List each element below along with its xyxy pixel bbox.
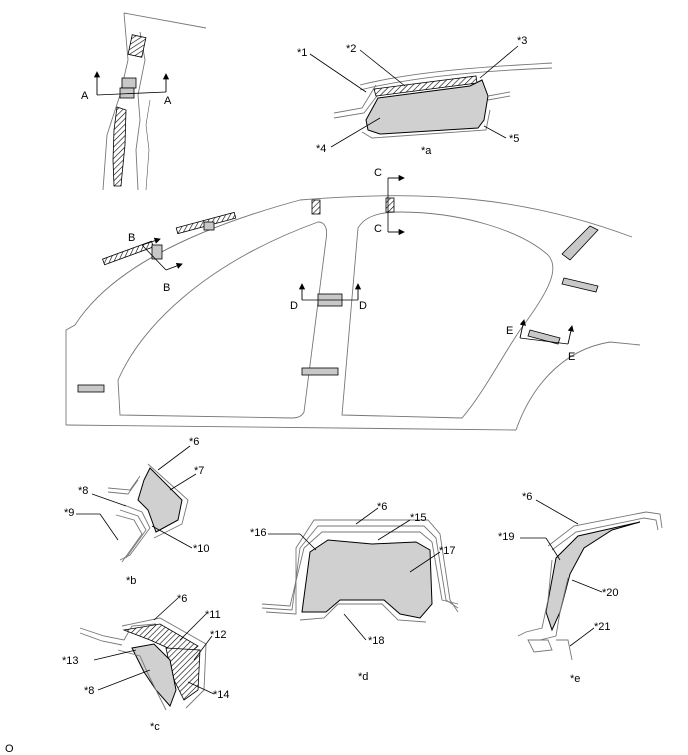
rocker-pad-center xyxy=(301,367,339,376)
callout-8-b: *8 xyxy=(78,485,88,497)
callout-10: *10 xyxy=(193,543,210,555)
section-c-top: C xyxy=(374,167,382,179)
pillar-detail: A A xyxy=(81,12,207,191)
callout-7: *7 xyxy=(194,465,204,477)
footer-code: O xyxy=(5,743,14,755)
view-a: *1 *2 *3 *4 *5 *a xyxy=(297,35,553,157)
front-door-outline xyxy=(117,221,328,419)
callout-3: *3 xyxy=(517,35,527,47)
callout-13: *13 xyxy=(62,655,79,667)
pillar-clip-lower xyxy=(119,87,135,99)
rear-door-outline xyxy=(341,211,554,419)
callout-5: *5 xyxy=(509,133,519,145)
callout-12: *12 xyxy=(210,629,227,641)
callout-14: *14 xyxy=(213,689,230,701)
view-c-foam xyxy=(131,643,177,707)
section-c-bottom: C xyxy=(374,223,382,235)
callout-20: *20 xyxy=(602,587,619,599)
callout-16: *16 xyxy=(250,527,267,539)
section-a-left: A xyxy=(81,90,89,102)
view-b-caption: *b xyxy=(126,575,136,587)
car-side-view: B B C C D D E E xyxy=(65,167,641,431)
callout-1: *1 xyxy=(297,47,307,59)
view-b-foam xyxy=(137,467,183,533)
c-top-pad xyxy=(385,197,395,213)
view-d-caption: *d xyxy=(358,671,368,683)
pillar-clip xyxy=(121,77,137,89)
view-c: *6 *11 *12 *13 *8 *14 *c xyxy=(62,593,230,733)
callout-15: *15 xyxy=(410,512,427,524)
callout-17: *17 xyxy=(439,545,456,557)
callout-6-d: *6 xyxy=(377,501,387,513)
callout-2: *2 xyxy=(346,43,356,55)
section-d-right: D xyxy=(359,300,367,312)
callout-21: *21 xyxy=(594,621,611,633)
callout-9: *9 xyxy=(64,507,74,519)
callout-6-c: *6 xyxy=(177,593,187,605)
section-b-bottom: B xyxy=(163,282,170,294)
callout-4: *4 xyxy=(316,143,326,155)
pillar-upper-pad xyxy=(127,34,147,58)
callout-6-b: *6 xyxy=(189,436,199,448)
section-a-right: A xyxy=(164,95,172,107)
rocker-pad-front xyxy=(77,384,105,393)
view-d: *6 *15 *16 *17 *18 *d xyxy=(250,501,459,683)
view-c-caption: *c xyxy=(150,721,160,733)
section-e-left: E xyxy=(506,325,513,337)
section-e-right: E xyxy=(568,351,575,363)
view-e-foam xyxy=(545,521,641,632)
quarter-pad-lower xyxy=(561,277,599,293)
view-a-caption: *a xyxy=(421,145,432,157)
callout-8-c: *8 xyxy=(84,685,94,697)
callout-11: *11 xyxy=(205,609,221,621)
view-b: *6 *7 *8 *9 *10 *b xyxy=(64,436,210,587)
section-b-top: B xyxy=(128,232,135,244)
roof-pad-front xyxy=(102,240,154,266)
view-a-foam xyxy=(365,79,489,135)
b-pillar-top-pad xyxy=(311,199,321,215)
b-section-pad xyxy=(151,244,163,260)
e-section-pad xyxy=(527,329,561,345)
view-d-foam xyxy=(301,539,433,619)
view-e: *6 *19 *20 *21 *e xyxy=(498,491,663,685)
quarter-pad-upper xyxy=(561,225,599,261)
section-d-left: D xyxy=(290,300,298,312)
pillar-lower-pad xyxy=(112,106,127,187)
view-e-caption: *e xyxy=(570,673,580,685)
roof-pad-mid-block xyxy=(203,221,215,231)
callout-19: *19 xyxy=(498,531,515,543)
callout-18: *18 xyxy=(368,635,385,647)
callout-6-e: *6 xyxy=(522,491,532,503)
